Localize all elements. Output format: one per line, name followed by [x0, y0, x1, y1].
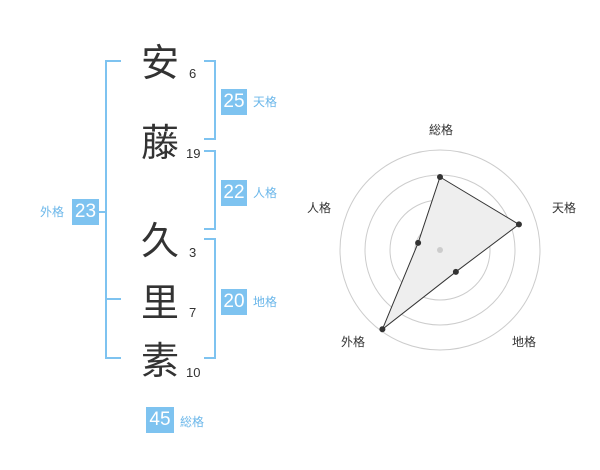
stroke-count-4: 7	[189, 305, 197, 320]
axis-label-gaikaku: 外格	[341, 334, 365, 349]
name-char-2: 藤	[140, 121, 179, 165]
radar-chart: 総格 天格 地格 外格 人格	[307, 122, 576, 351]
tenkaku-bracket	[204, 60, 216, 140]
gaikaku-bracket	[105, 60, 121, 359]
axis-label-chikaku: 地格	[512, 334, 536, 349]
chikaku-score-badge: 20	[221, 289, 247, 315]
stroke-count-1: 6	[189, 66, 197, 81]
name-char-3: 久	[140, 219, 179, 263]
radar-center-dot	[437, 247, 443, 253]
name-char-1: 安	[140, 41, 179, 85]
radar-point-1	[437, 174, 443, 180]
tenkaku-label: 天格	[253, 95, 278, 109]
gaikaku-bracket-connector	[99, 211, 105, 213]
gaikaku-bracket-divider	[105, 298, 121, 300]
radar-ring	[339, 149, 541, 351]
radar-polygon	[381, 176, 520, 331]
stroke-count-2: 19	[186, 146, 201, 161]
soukaku-label: 総格	[180, 415, 205, 429]
radar-point-3	[452, 268, 459, 275]
stroke-count-3: 3	[189, 245, 197, 260]
radar-points	[379, 174, 522, 333]
gaikaku-score-badge: 23	[72, 199, 99, 225]
tenkaku-score-badge: 25	[221, 89, 247, 115]
axis-label-tenkaku: 天格	[552, 200, 576, 215]
soukaku-score-badge: 45	[146, 407, 174, 433]
gaikaku-label: 外格	[40, 205, 65, 219]
jinkaku-score-badge: 22	[221, 180, 247, 206]
axis-label-jinkaku: 人格	[307, 200, 331, 215]
stroke-count-5: 10	[186, 365, 201, 380]
radar-point-5	[415, 239, 422, 246]
chikaku-label: 地格	[253, 295, 278, 309]
name-char-4: 里	[140, 281, 179, 325]
axis-label-soukaku: 総格	[429, 122, 453, 137]
chikaku-bracket	[204, 238, 216, 359]
radar-point-2	[515, 221, 522, 228]
radar-point-4	[379, 326, 386, 333]
jinkaku-label: 人格	[253, 186, 278, 200]
jinkaku-bracket	[204, 150, 216, 230]
name-char-5: 素	[140, 339, 179, 383]
